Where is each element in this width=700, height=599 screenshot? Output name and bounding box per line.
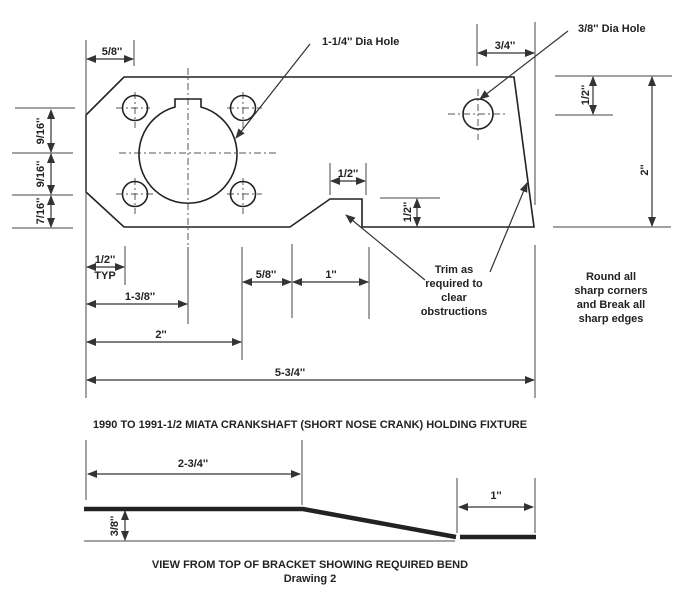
dim-label: 5/8'' [102,46,123,58]
dim-label: TYP [94,270,115,282]
bolt-hole [121,94,149,122]
dim-label: 9/16'' [35,160,47,187]
dim-label: 9/16'' [35,117,47,144]
dim-label: 1/2'' [95,254,116,266]
trim-note-line: clear [441,292,467,304]
dim-label: 3/8'' [109,515,121,536]
dim-label: 2'' [155,329,167,341]
edge-note-line: sharp corners [574,285,647,297]
bolt-hole [229,94,257,122]
leader-small-hole [479,30,569,100]
leader-big-hole [235,43,311,139]
edge-note-line: sharp edges [579,313,644,325]
drawing-number: Drawing 2 [284,573,337,585]
trim-note-line: obstructions [421,306,488,318]
dim-label: 7/16'' [35,197,47,224]
bend-view-caption: VIEW FROM TOP OF BRACKET SHOWING REQUIRE… [152,559,468,571]
dim-label: 1/2'' [580,84,592,105]
dim-label: 2'' [639,164,651,176]
dim-label: 1/2'' [402,201,414,222]
dim-label: 1-3/8'' [125,291,156,303]
drawing-title: 1990 TO 1991-1/2 MIATA CRANKSHAFT (SHORT… [93,419,527,431]
dim-label: 1'' [490,490,502,502]
bolt-hole [229,180,257,208]
edge-note-line: Round all [586,271,636,283]
bracket-outline [85,76,535,228]
dim-label: 2-3/4'' [178,458,209,470]
leader-trim-notch [345,214,426,281]
edge-note-line: and Break all [577,299,645,311]
dim-label: 3/4'' [495,40,516,52]
leader-trim-edge [489,182,528,273]
bent-bracket-profile [84,506,457,540]
callout-small-hole: 3/8'' Dia Hole [578,23,646,35]
small-hole [462,98,494,130]
main-keyed-hole [138,98,238,204]
dim-label: 1/2'' [338,168,359,180]
dim-label: 1'' [325,269,337,281]
callout-big-hole: 1-1/4'' Dia Hole [322,36,399,48]
dim-label: 5/8'' [256,269,277,281]
dim-label: 5-3/4'' [275,367,306,379]
trim-note-line: required to [425,278,483,290]
bolt-hole [121,180,149,208]
trim-note-line: Trim as [435,264,474,276]
